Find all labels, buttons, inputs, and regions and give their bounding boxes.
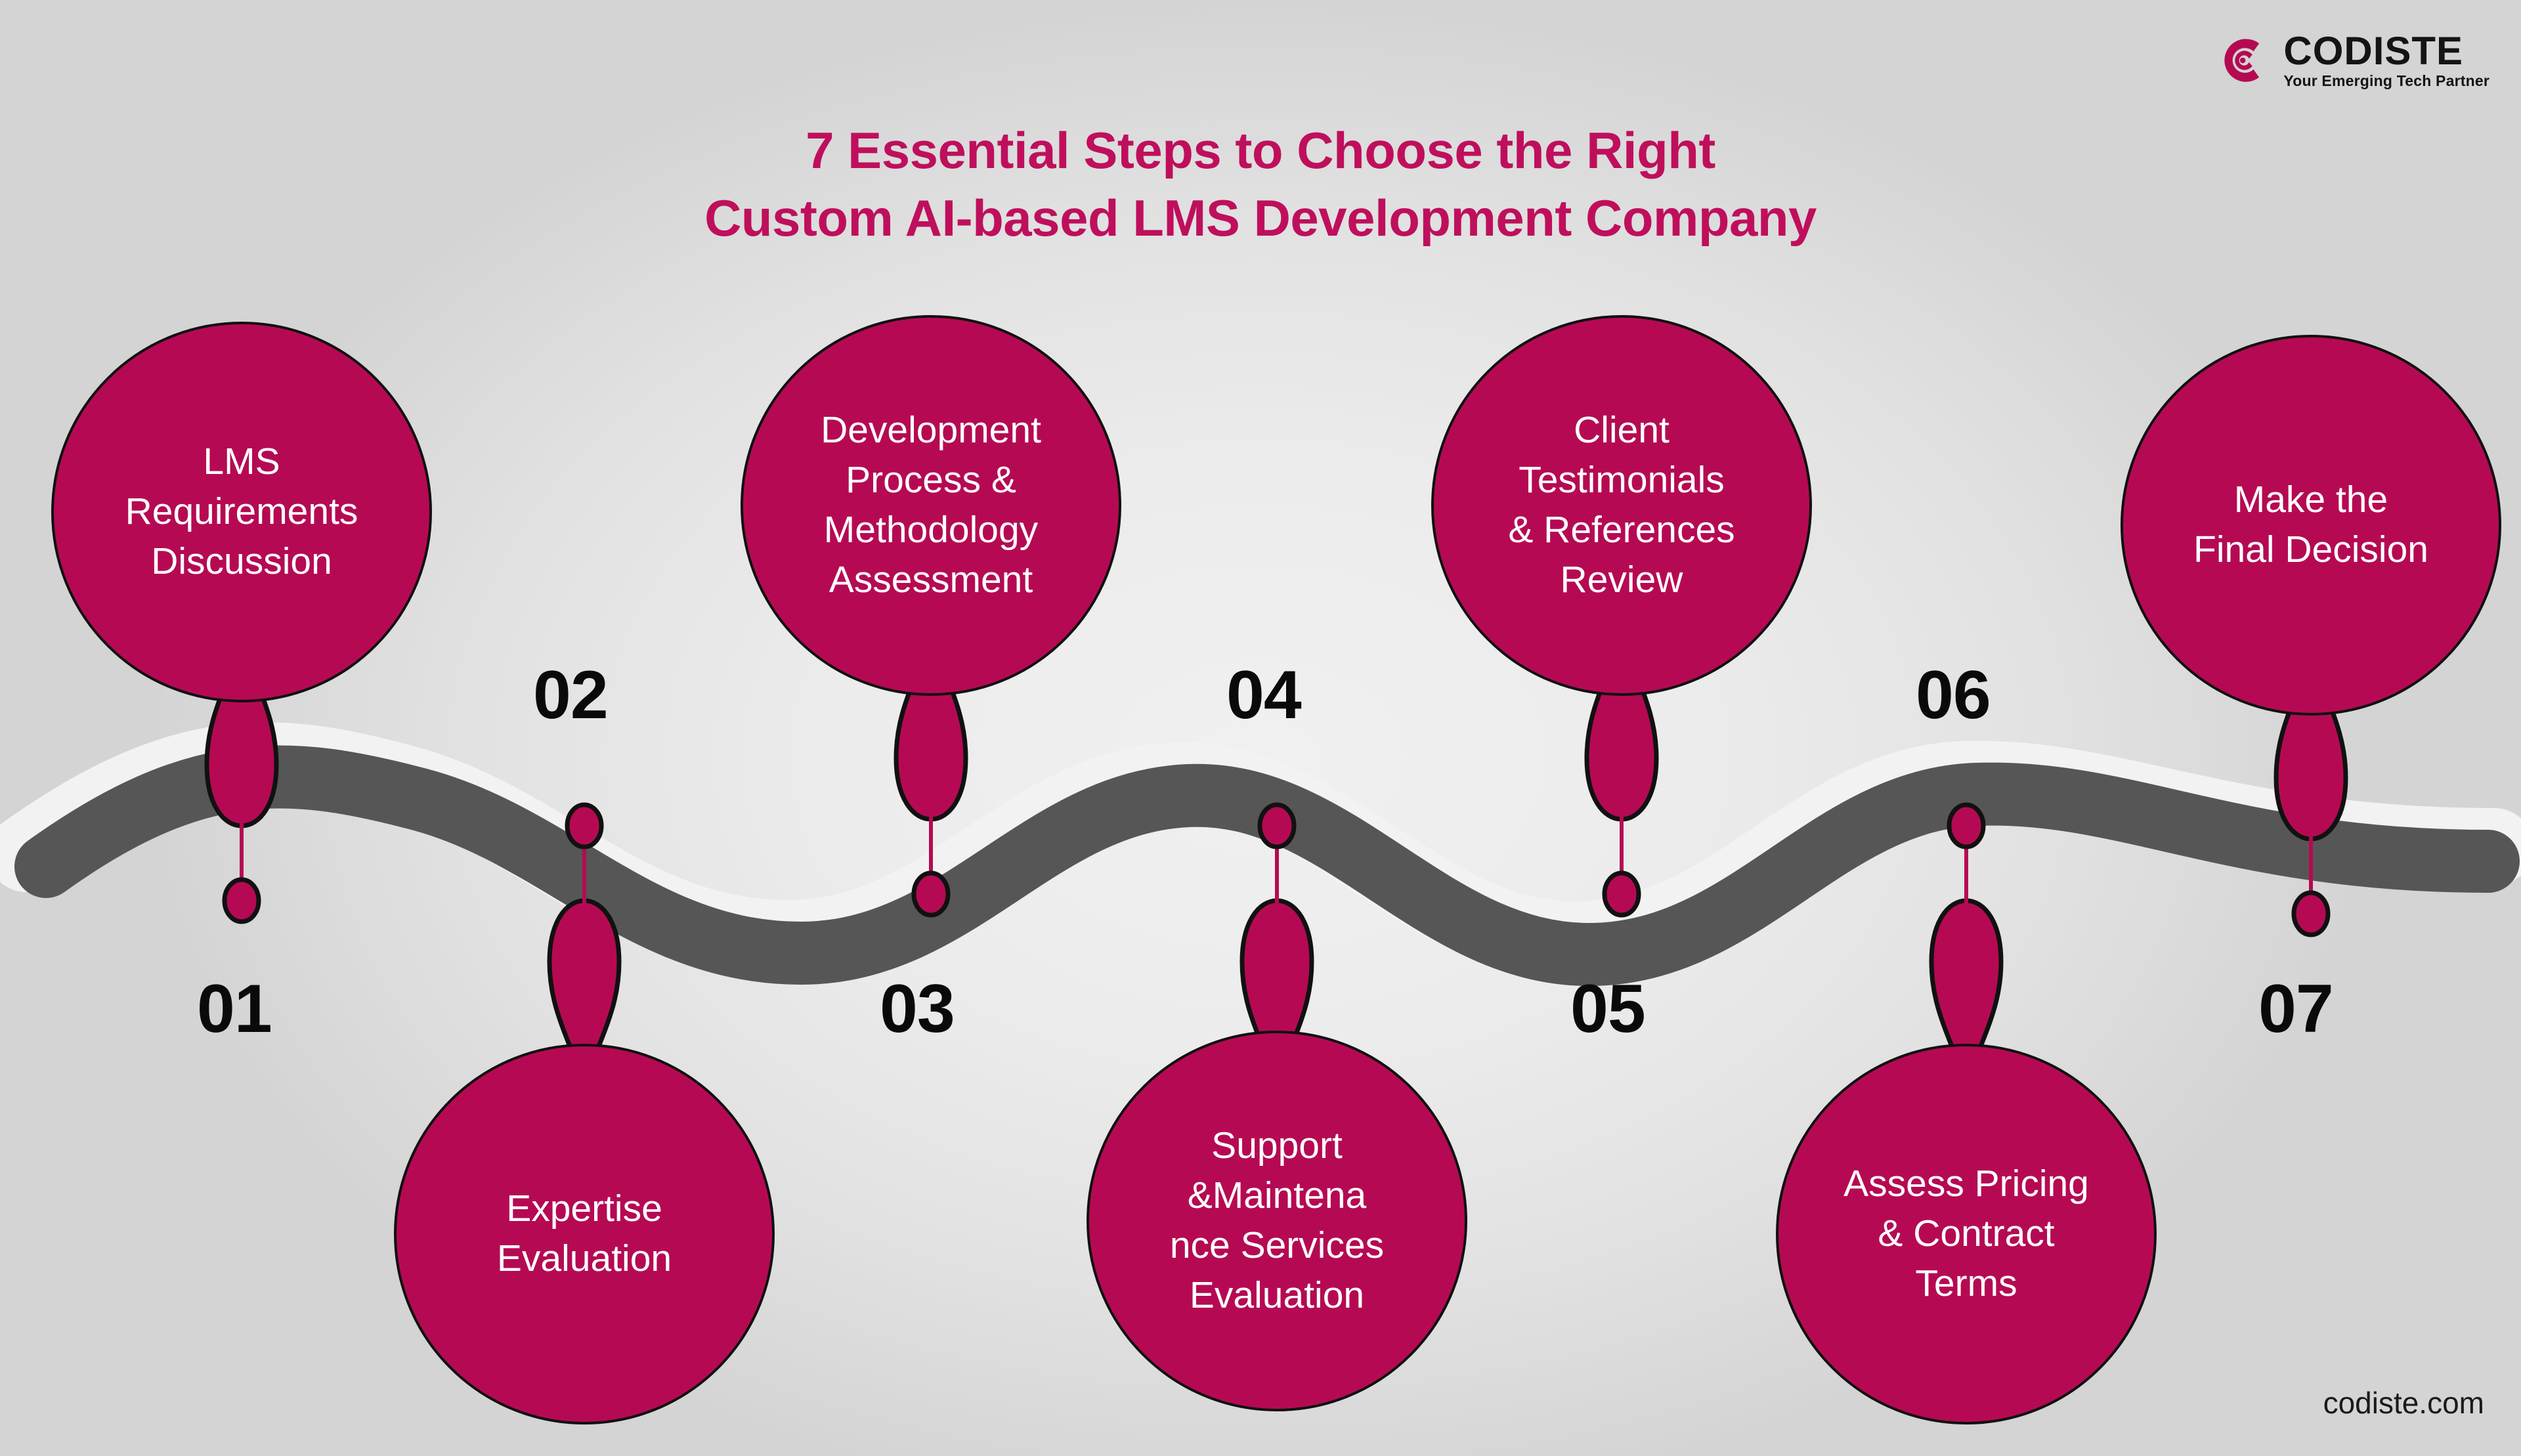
step-bubble-02[interactable]: Expertise Evaluation	[394, 1044, 775, 1424]
step-label-02: Expertise Evaluation	[496, 1188, 672, 1279]
page-title: 7 Essential Steps to Choose the Right Cu…	[0, 117, 2521, 252]
step-bubble-03[interactable]: Development Process & Methodology Assess…	[741, 315, 1121, 696]
pin-01	[222, 877, 261, 924]
pin-02	[565, 802, 604, 849]
step-bubble-05[interactable]: Client Testimonials & References Review	[1431, 315, 1812, 696]
step-label-01: LMS Requirements Discussion	[125, 440, 358, 582]
step-bubble-06[interactable]: Assess Pricing & Contract Terms	[1776, 1044, 2157, 1424]
step-label-06: Assess Pricing & Contract Terms	[1843, 1163, 2089, 1304]
step-label-04: Support &Maintena nce Services Evaluatio…	[1169, 1124, 1385, 1316]
pin-04	[1257, 802, 1297, 849]
logo-brand-name: CODISTE	[2283, 29, 2464, 73]
step-number-06: 06	[1916, 657, 1991, 733]
step-number-04: 04	[1226, 657, 1302, 733]
title-line-1: 7 Essential Steps to Choose the Right	[806, 121, 1715, 180]
step-number-01: 01	[197, 971, 272, 1047]
title-line-2: Custom AI-based LMS Development Company	[704, 189, 1817, 247]
website-url[interactable]: codiste.com	[2323, 1386, 2484, 1420]
step-bubble-07[interactable]: Make the Final Decision	[2121, 335, 2501, 716]
codiste-logo-mark	[2224, 38, 2260, 82]
pin-03	[911, 870, 951, 918]
road-line	[14, 745, 2520, 987]
logo-tagline: Your Emerging Tech Partner	[2283, 72, 2489, 89]
step-number-02: 02	[533, 657, 609, 733]
step-number-03: 03	[880, 971, 955, 1047]
codiste-logo[interactable]: CODISTE Your Emerging Tech Partner	[2215, 32, 2489, 89]
step-number-07: 07	[2258, 971, 2334, 1047]
pin-06	[1947, 802, 1986, 849]
step-bubble-01[interactable]: LMS Requirements Discussion	[51, 322, 432, 702]
connector-06	[1929, 802, 2004, 1090]
step-number-05: 05	[1570, 971, 1646, 1047]
pin-07	[2291, 890, 2331, 937]
step-label-03: Development Process & Methodology Assess…	[821, 409, 1041, 601]
pin-05	[1602, 870, 1641, 918]
step-bubble-04[interactable]: Support &Maintena nce Services Evaluatio…	[1087, 1031, 1467, 1411]
connector-02	[547, 802, 622, 1090]
step-label-07: Make the Final Decision	[2193, 479, 2428, 570]
step-label-05: Client Testimonials & References Review	[1508, 409, 1735, 601]
